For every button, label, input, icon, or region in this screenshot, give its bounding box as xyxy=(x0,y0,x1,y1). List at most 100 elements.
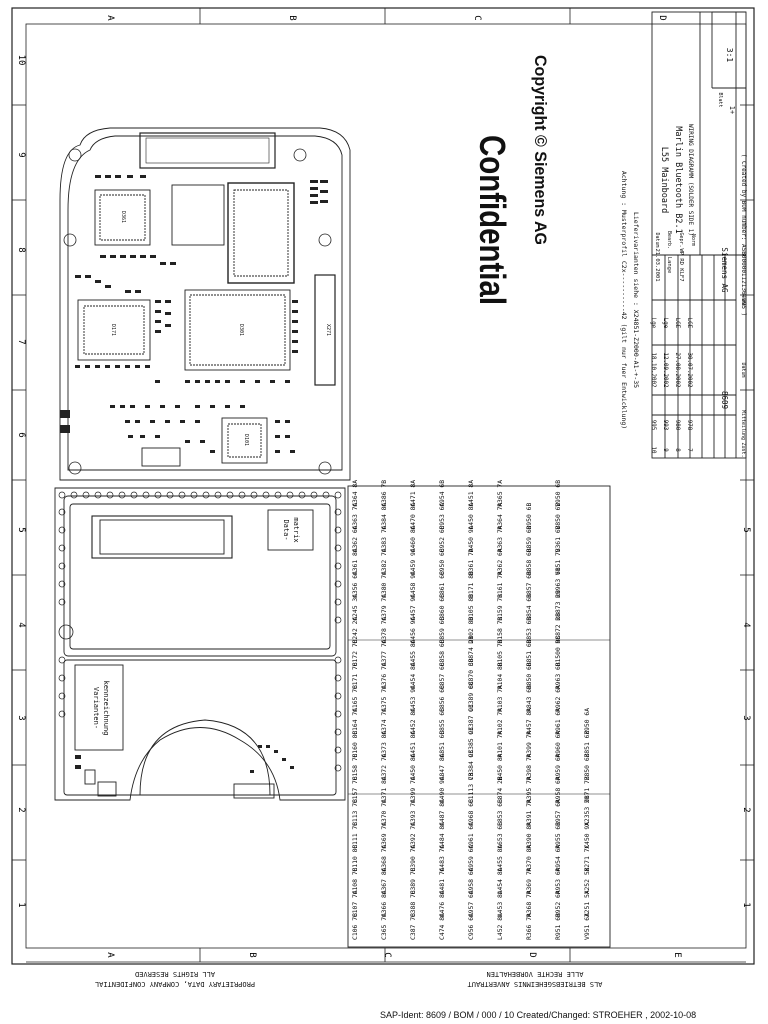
frame-number: 8 xyxy=(16,247,26,252)
part-entry: C959 6A xyxy=(467,845,475,872)
rev-mitteilung: 993 xyxy=(662,420,668,431)
gepr-label: Gepr. xyxy=(678,232,684,247)
part-entry: C111 7B xyxy=(351,822,359,849)
part-entry: R963 6B xyxy=(554,662,562,689)
part-entry: V151 7B xyxy=(554,548,562,575)
title-block xyxy=(651,11,747,459)
part-entry: C164 7A xyxy=(351,708,359,735)
part-entry: C365 7A xyxy=(380,913,388,940)
part-entry: C388 7B xyxy=(409,890,417,917)
part-entry: V950 6B xyxy=(554,480,562,507)
edge-pads xyxy=(58,491,342,772)
part-entry: L453 8A xyxy=(496,890,504,917)
frame-number: 6 xyxy=(16,432,26,437)
datum-label: Datum xyxy=(740,362,746,377)
part-entry: C861 6B xyxy=(438,571,446,598)
part-entry: C8870 3B xyxy=(467,658,475,689)
part-entry: L853 6B xyxy=(496,799,504,826)
part-entry: R951 6B xyxy=(554,913,562,940)
part-entry: C375 7A xyxy=(380,685,388,712)
part-entry: Z851 6B xyxy=(583,731,591,758)
copyright-text: Copyright © Siemens AG xyxy=(531,55,550,245)
frame-letter: B xyxy=(287,15,297,20)
rev-zust: 7 xyxy=(686,448,692,452)
scale-value: 3:1 xyxy=(725,48,734,63)
part-entry: C370 7A xyxy=(380,799,388,826)
part-entry: C859 6B xyxy=(438,617,446,644)
part-entry: C483 7A xyxy=(438,845,446,872)
part-entry: C3384 9C xyxy=(467,749,475,780)
rev-zust: 8 xyxy=(674,448,680,452)
part-entry: C372 7A xyxy=(380,753,388,780)
doc-number: 8609 xyxy=(720,391,729,409)
part-entry: C158 7B xyxy=(351,753,359,780)
part-entry: X271 7C xyxy=(583,845,591,872)
part-entry: C3389 8C xyxy=(467,681,475,712)
part-entry: R8873 2B xyxy=(554,590,562,621)
part-entry: R104 8B xyxy=(496,662,504,689)
drawing-frame xyxy=(11,7,755,965)
part-entry: R1500 9C xyxy=(554,635,562,666)
part-entry: C106 7B xyxy=(351,913,359,940)
part-entry: C384 8A xyxy=(380,503,388,530)
note-line-1: Achtung : Musterprofil C2x----------42 (… xyxy=(620,171,628,429)
rev-datum: 12.09.2002 xyxy=(662,353,668,388)
part-entry: C367 8A xyxy=(380,867,388,894)
part-entry: C956 6A xyxy=(467,913,475,940)
bom-note: ( Created by BOM number: A5B00000112136-… xyxy=(740,154,747,317)
part-entry: C957 6A xyxy=(467,890,475,917)
zust-label: Zust. xyxy=(740,442,746,457)
part-entry: C857 6B xyxy=(438,662,446,689)
part-entry: R858 6B xyxy=(525,548,533,575)
frame-number: 1 xyxy=(741,902,751,907)
part-entry: C362 6A xyxy=(351,525,359,552)
part-entry: R850 6B xyxy=(525,662,533,689)
part-entry: C460 8A xyxy=(409,525,417,552)
part-entry: D102 8B xyxy=(467,617,475,644)
part-entry: C481 7A xyxy=(438,867,446,894)
rev-zust: 9 xyxy=(662,448,668,452)
date-label: Datum xyxy=(654,232,660,247)
part-entry: R102 7A xyxy=(496,708,504,735)
frame-letters-bottom: A B C D E xyxy=(105,952,682,958)
ic-label: D301 xyxy=(238,324,244,336)
part-entry: C950 6B xyxy=(438,548,446,575)
part-entry: R101 7A xyxy=(496,731,504,758)
mounting-holes xyxy=(58,148,332,640)
company-name: Siemens AG xyxy=(720,247,729,293)
rev-name: LGE xyxy=(674,318,680,329)
part-entry: C453 9A xyxy=(409,685,417,712)
part-entry: C490 9A xyxy=(438,776,446,803)
part-entry: C172 7B xyxy=(351,639,359,666)
part-entry: R364 7A xyxy=(496,503,504,530)
part-entry: D105 8B xyxy=(467,594,475,621)
part-entry: L874 2B xyxy=(496,776,504,803)
part-entry: C373 8A xyxy=(380,731,388,758)
part-entry: C471 8A xyxy=(409,480,417,507)
bearb-label: Bearb. xyxy=(666,231,672,249)
rights-statement: PROPRIETARY DATA, COMPANY CONFIDENTIAL A… xyxy=(95,970,603,988)
rights-left-1: PROPRIETARY DATA, COMPANY CONFIDENTIAL xyxy=(95,980,255,988)
part-entry: C1113 7B xyxy=(467,772,475,803)
bearb-value: Lange xyxy=(666,257,672,274)
frame-number: 2 xyxy=(16,807,26,812)
part-entry: C383 7A xyxy=(380,525,388,552)
board-labels: Data- matrix Varianten- kennzeichnung X2… xyxy=(92,211,331,735)
part-entry: C363 7A xyxy=(351,503,359,530)
part-entry: R953 6A xyxy=(554,867,562,894)
part-entry: X252 5B xyxy=(583,867,591,894)
part-entry: C371 8A xyxy=(380,776,388,803)
frame-number: 4 xyxy=(16,622,26,627)
title-line-2: Marlin Bluetooth B2.1 xyxy=(673,126,683,233)
part-entry: C451 8A xyxy=(409,731,417,758)
part-entry: C458 9A xyxy=(409,571,417,598)
frame-number: 9 xyxy=(16,152,26,157)
part-entry: C953 6A xyxy=(438,503,446,530)
rights-right-2: ALLE RECHTE VORBEHALTEN xyxy=(487,970,584,978)
part-entry: C452 8A xyxy=(409,708,417,735)
ic-components xyxy=(77,182,336,467)
part-entry: C399 7A xyxy=(409,776,417,803)
frame-number: 3 xyxy=(16,715,26,720)
part-entry: C110 8B xyxy=(351,845,359,872)
